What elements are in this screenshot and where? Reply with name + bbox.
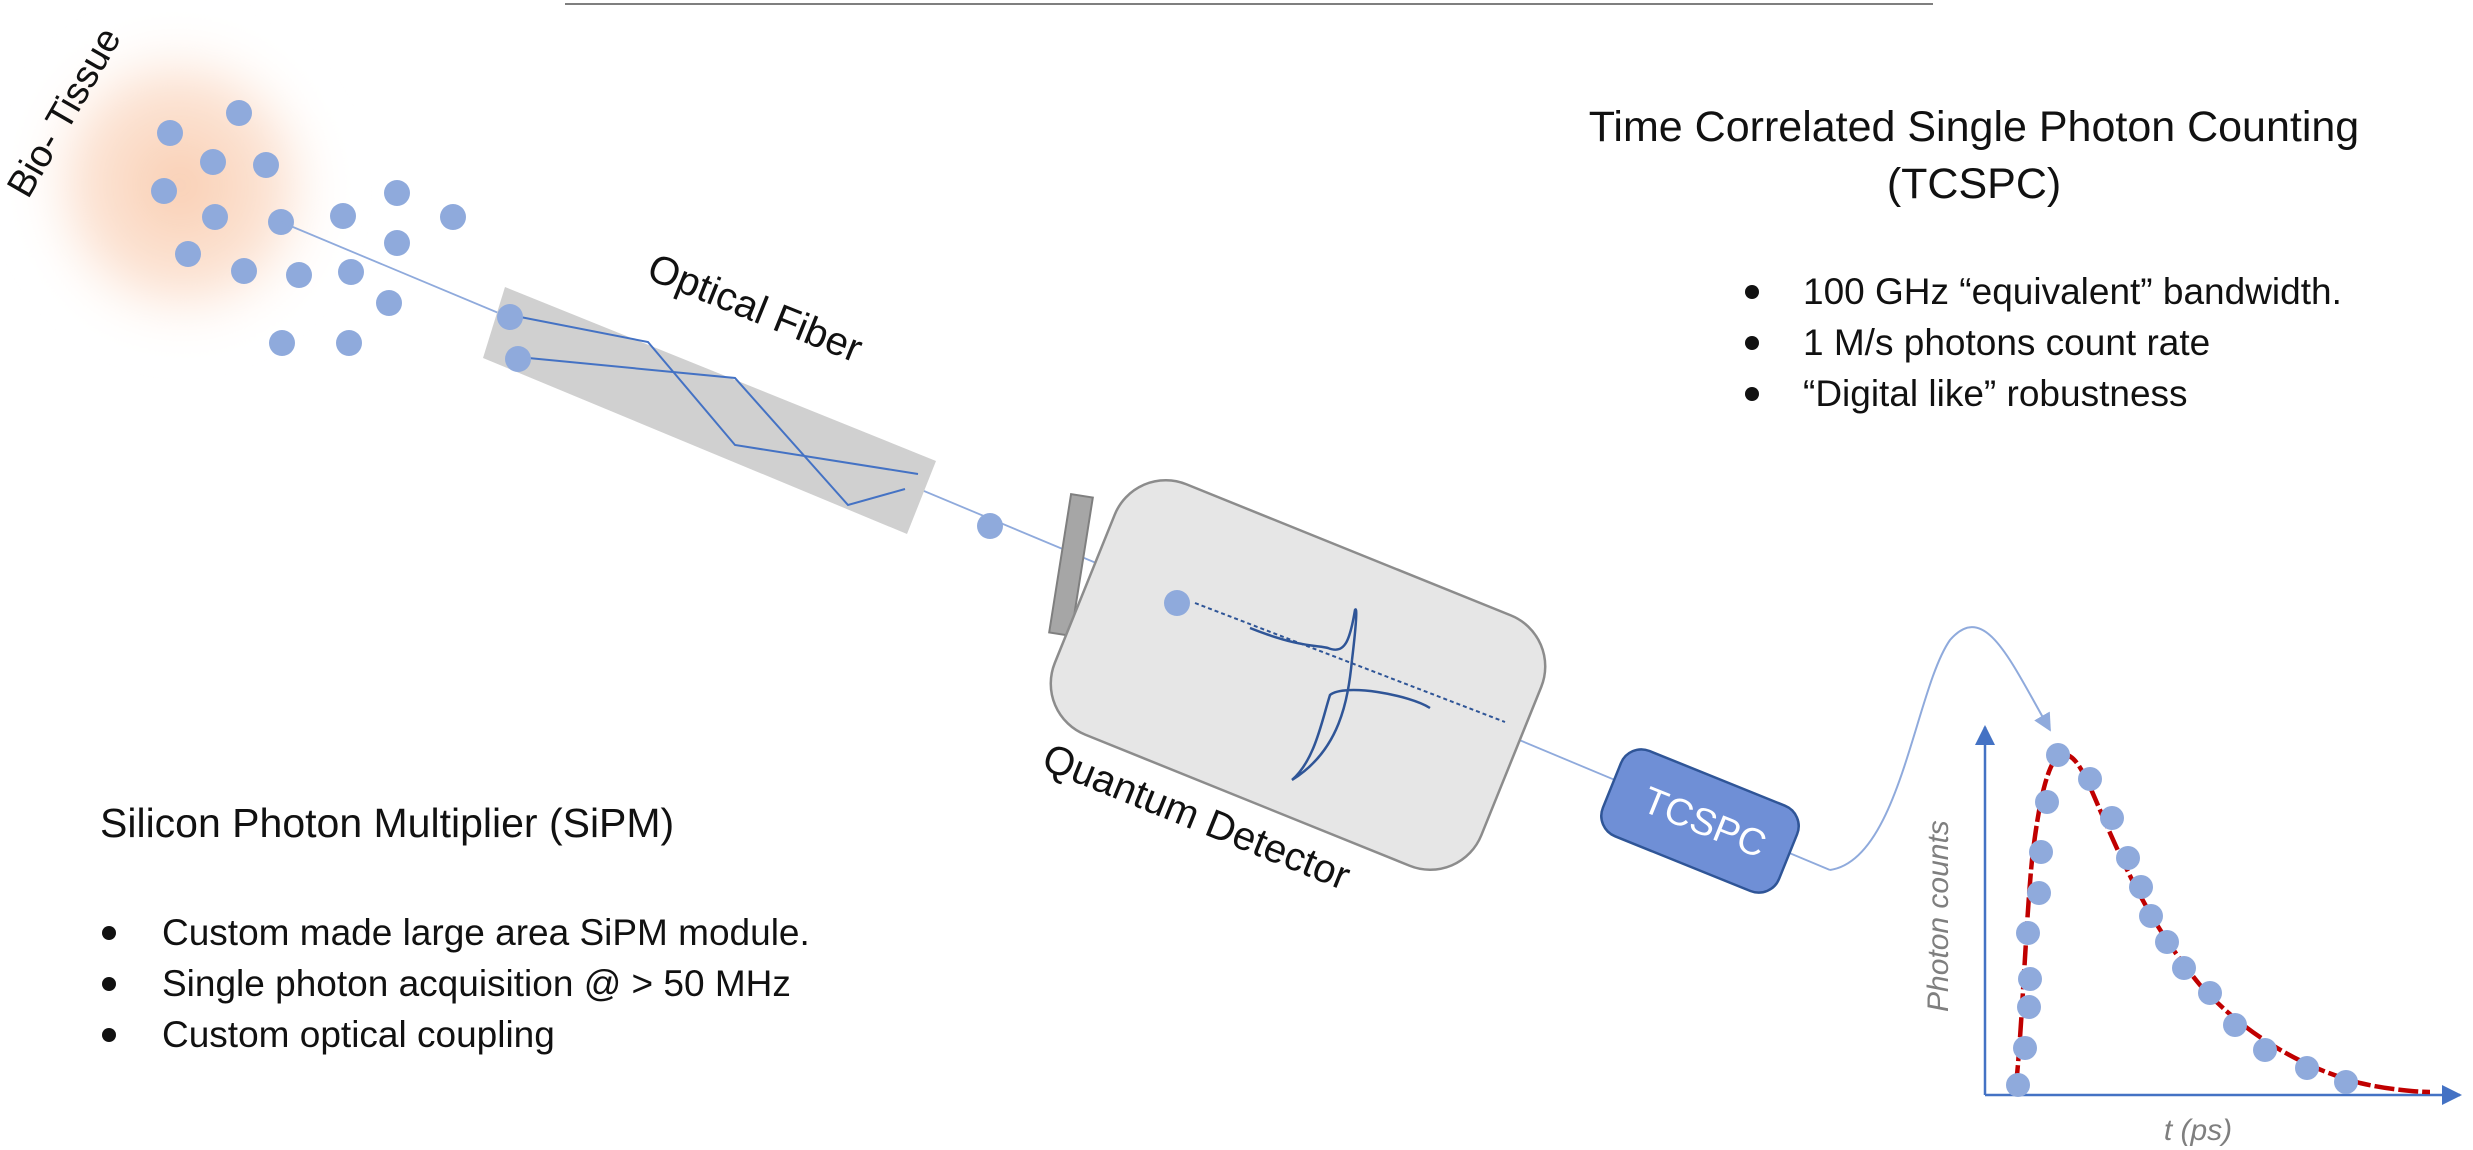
data-point (2116, 846, 2140, 870)
tissue-glow (0, 0, 387, 394)
bullet-dot (102, 926, 116, 940)
photon (226, 100, 252, 126)
bullet-dot (102, 977, 116, 991)
tissue-photons (151, 100, 466, 356)
data-point (2016, 921, 2040, 945)
fit-curve (2013, 752, 2431, 1095)
data-point (2155, 930, 2179, 954)
tcspc-section: Time Correlated Single Photon Counting (… (1589, 103, 2359, 414)
data-point (2295, 1056, 2319, 1080)
tcspc-bullet-3: “Digital like” robustness (1803, 373, 2188, 414)
photon (202, 204, 228, 230)
data-point (2129, 875, 2153, 899)
tcspc-bullet-1: 100 GHz “equivalent” bandwidth. (1803, 271, 2342, 312)
photon (384, 180, 410, 206)
x-axis-label: t (ps) (2164, 1114, 2232, 1147)
sipm-bullet-3: Custom optical coupling (162, 1014, 555, 1055)
fiber-ray-1 (509, 314, 919, 475)
histogram-chart: Photon counts t (ps) (1922, 725, 2462, 1147)
optical-fiber-label: Optical Fiber (642, 246, 869, 372)
data-point (2139, 904, 2163, 928)
data-point (2046, 743, 2070, 767)
optical-fiber: Optical Fiber (483, 246, 936, 534)
photon (977, 513, 1003, 539)
bullet-dot (102, 1028, 116, 1042)
photon (505, 346, 531, 372)
photon (384, 230, 410, 256)
detector-body (1049, 479, 1547, 871)
photon (336, 330, 362, 356)
tcspc-bullet-2: 1 M/s photons count rate (1803, 322, 2210, 363)
photon (253, 152, 279, 178)
photon (440, 204, 466, 230)
y-axis-label: Photon counts (1922, 820, 1955, 1012)
data-point (2172, 956, 2196, 980)
signal-pulse-upper (1249, 608, 1358, 661)
detector-window (1048, 492, 1094, 638)
data-point (2017, 995, 2041, 1019)
bullet-dot (1745, 336, 1759, 350)
photon (175, 241, 201, 267)
photon (200, 149, 226, 175)
fiber-ray-2 (517, 356, 906, 507)
tcspc-box: TCSPC (1600, 748, 1800, 894)
data-point (2006, 1073, 2030, 1097)
data-point (2013, 1036, 2037, 1060)
data-points (2006, 743, 2358, 1097)
bio-tissue: Bio- Tissue (0, 0, 387, 394)
photon (1164, 590, 1190, 616)
signal-pulse-lower (1291, 659, 1431, 782)
photon (338, 259, 364, 285)
data-point (2334, 1070, 2358, 1094)
data-point (2035, 790, 2059, 814)
photon (269, 330, 295, 356)
tcspc-title-line2: (TCSPC) (1887, 160, 2061, 208)
data-point (2027, 881, 2051, 905)
sipm-title: Silicon Photon Multiplier (SiPM) (100, 800, 674, 846)
bullet-dot (1745, 387, 1759, 401)
sipm-bullet-1: Custom made large area SiPM module. (162, 912, 810, 953)
photon (231, 258, 257, 284)
fiber-body (483, 287, 936, 534)
data-point (2029, 840, 2053, 864)
photon (157, 120, 183, 146)
photon (151, 178, 177, 204)
data-point (2078, 767, 2102, 791)
photon (497, 304, 523, 330)
data-point (2100, 806, 2124, 830)
tcspc-title-line1: Time Correlated Single Photon Counting (1589, 103, 2359, 151)
data-point (2253, 1038, 2277, 1062)
photon (286, 262, 312, 288)
photon (330, 203, 356, 229)
bullet-dot (1745, 285, 1759, 299)
signal-dashed-line (1194, 602, 1506, 723)
data-point (2223, 1013, 2247, 1037)
data-point (2198, 981, 2222, 1005)
tcspc-box-body (1600, 748, 1800, 894)
photon (376, 290, 402, 316)
data-point (2018, 967, 2042, 991)
tcspc-to-chart-arrow (1829, 626, 2051, 871)
sipm-section: Silicon Photon Multiplier (SiPM) Custom … (100, 800, 810, 1055)
sipm-bullet-2: Single photon acquisition @ > 50 MHz (162, 963, 791, 1004)
quantum-detector: Quantum Detector (1037, 479, 1547, 899)
